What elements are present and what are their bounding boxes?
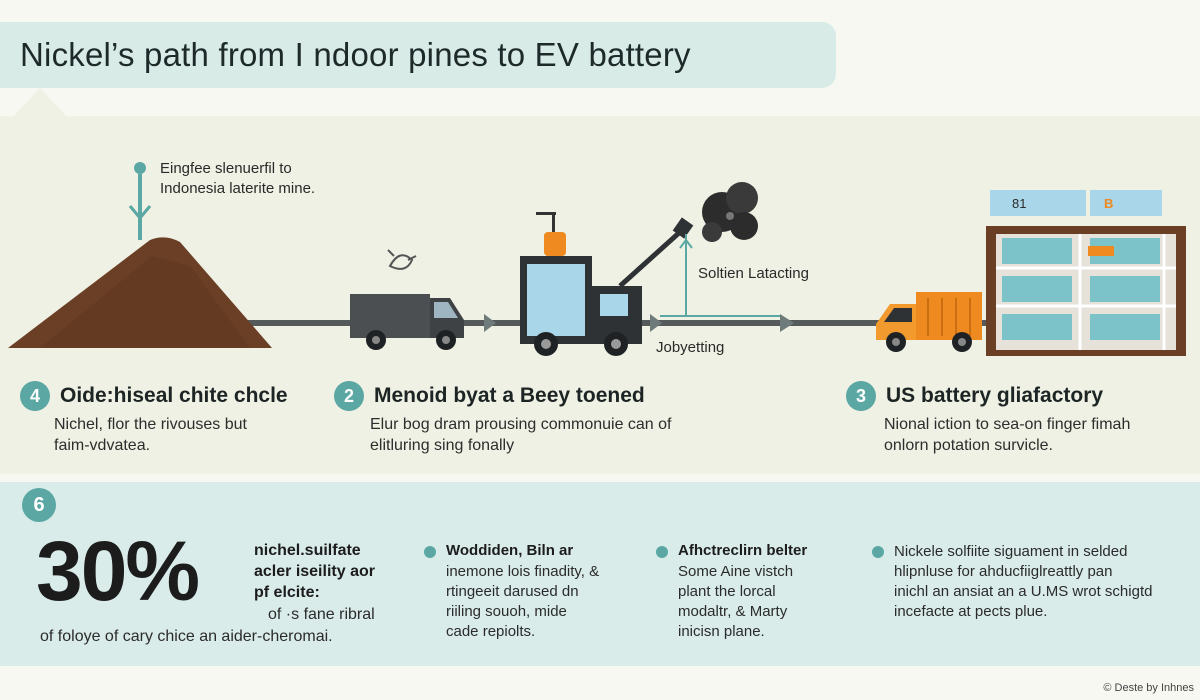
bullet-dot-icon xyxy=(424,546,436,558)
title-notch xyxy=(14,88,66,116)
key-stat-subtext: of ·s fane ribral xyxy=(268,606,375,623)
stage-1-heading: 4 Oide:hiseal chite chcle xyxy=(20,381,288,411)
key-stat-value: 30% xyxy=(36,524,200,618)
stage-3-description: Nional iction to sea-on finger fimah onl… xyxy=(884,414,1130,456)
mine-note-line: Indonesia laterite mine. xyxy=(160,180,316,197)
fact-3-line: inichl an ansiat an a U.MS wrot schigtd xyxy=(894,583,1153,600)
battery-delivery-truck-icon xyxy=(876,292,982,352)
stage-3-badge: 3 xyxy=(846,381,876,411)
factory-sign-1: 81 xyxy=(1012,196,1026,211)
fact-1-title: Woddiden, Biln ar xyxy=(446,542,574,559)
image-credit: © Deste by Inhnes xyxy=(1103,682,1194,694)
fact-2-body: Some Aine vistch plant the lorcal modalt… xyxy=(678,562,793,642)
fact-2-line: plant the lorcal xyxy=(678,583,776,600)
fact-3-line: Nickele solfiite siguament in selded xyxy=(894,543,1128,560)
bullet-dot-icon xyxy=(656,546,668,558)
stage-1-description: Nichel, flor the rivouses but faim-vdvat… xyxy=(54,414,247,456)
title-banner: Nickel’s path from I ndoor pines to EV b… xyxy=(0,22,836,88)
stage-2-description: Elur bog dram prousing commonuie can of … xyxy=(370,414,672,456)
fact-3-line: hlipnluse for ahducfiiglreattly pan xyxy=(894,563,1113,580)
process-connector xyxy=(660,234,780,317)
process-note-upper: Soltien Latacting xyxy=(698,265,809,282)
laterite-soil-pile xyxy=(8,237,272,348)
supply-chain-illustration: 81 B xyxy=(8,162,1186,356)
fact-3-line: incefacte at pects plue. xyxy=(894,603,1048,620)
stage-2-desc-line: elitluring sing fonally xyxy=(370,437,515,454)
stage-2-heading: 2 Menoid byat a Beey toened xyxy=(334,381,645,411)
mine-note-line: Eingfee slenuerfil to xyxy=(160,160,292,177)
stage-3-desc-line: Nional iction to sea-on finger fimah xyxy=(884,416,1131,433)
bullet-dot-icon xyxy=(872,546,884,558)
stats-panel xyxy=(0,482,1200,666)
key-stat-label-line: acler iseility aor xyxy=(254,563,375,580)
smoke-cloud-icon xyxy=(702,182,758,242)
fact-1-body: inemone lois finadity, & rtingeeit darus… xyxy=(446,562,599,642)
mine-note: Eingfee slenuerfil to Indonesia laterite… xyxy=(160,159,315,199)
flow-arrow-3 xyxy=(780,314,794,332)
page-title: Nickel’s path from I ndoor pines to EV b… xyxy=(20,36,691,73)
factory-sign-2: B xyxy=(1104,196,1113,211)
stats-badge: 6 xyxy=(22,488,56,522)
key-stat-footnote: of foloye of cary chice an aider-cheroma… xyxy=(40,628,333,645)
mine-pin-icon xyxy=(128,162,152,240)
ore-transport-van-icon xyxy=(350,294,464,350)
stage-1-desc-line: Nichel, flor the rivouses but xyxy=(54,416,247,433)
flow-arrow-1 xyxy=(484,314,496,332)
stage-3-desc-line: onlorn potation survicle. xyxy=(884,437,1053,454)
key-stat-label: nichel.suilfate acler iseility aor pf el… xyxy=(254,540,375,603)
fact-2-title: Afhctreclirn belter xyxy=(678,542,808,559)
stage-2-badge: 2 xyxy=(334,381,364,411)
stage-1-desc-line: faim-vdvatea. xyxy=(54,437,151,454)
stage-3-heading: 3 US battery gliafactory xyxy=(846,381,1103,411)
fact-1-line: rtingeeit darused dn xyxy=(446,583,579,600)
processing-plant-truck-icon xyxy=(520,212,694,356)
stage-2-desc-line: Elur bog dram prousing commonuie can of xyxy=(370,416,672,433)
fact-2-line: inicisn plane. xyxy=(678,623,765,640)
fact-3-body: Nickele solfiite siguament in selded hli… xyxy=(894,542,1152,622)
process-note-lower: Jobyetting xyxy=(656,339,725,356)
stage-2-title: Menoid byat a Beey toened xyxy=(374,384,645,407)
fact-1-line: riiling souoh, mide xyxy=(446,603,567,620)
stage-1-title: Oide:hiseal chite chcle xyxy=(60,384,288,407)
key-stat-label-line: pf elcite: xyxy=(254,584,320,601)
sampling-drone-icon xyxy=(387,249,417,270)
stage-3-title: US battery gliafactory xyxy=(886,384,1104,407)
battery-gigafactory-icon xyxy=(986,190,1186,356)
fact-1-line: cade repiolts. xyxy=(446,623,536,640)
stage-1-badge: 4 xyxy=(20,381,50,411)
fact-2-line: Some Aine vistch xyxy=(678,563,794,580)
fact-2-line: modaltr, & Marty xyxy=(678,603,788,620)
flow-arrow-2 xyxy=(650,314,662,332)
key-stat-label-line: nichel.suilfate xyxy=(254,542,361,559)
fact-1-line: inemone lois finadity, & xyxy=(446,563,600,580)
